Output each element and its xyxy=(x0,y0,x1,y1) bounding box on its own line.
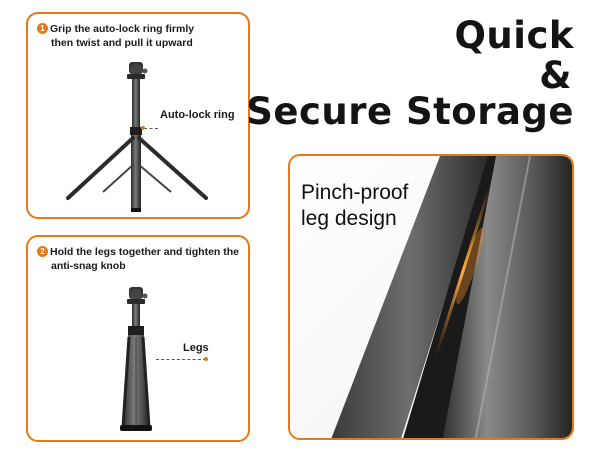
feature-caption: Pinch-proof leg design xyxy=(301,180,408,231)
legs-callout: Legs xyxy=(183,342,209,354)
step-number-badge: 1 xyxy=(37,23,48,34)
feature-panel: Pinch-proof leg design xyxy=(288,154,574,440)
feature-caption-line1: Pinch-proof xyxy=(301,181,409,204)
step-two-line2: anti-snag knob xyxy=(51,259,126,272)
callout-dot xyxy=(204,357,208,361)
headline-secure-storage: Secure Storage xyxy=(246,90,574,133)
step-one-line1: Grip the auto-lock ring firmly xyxy=(50,23,195,35)
auto-lock-ring-callout: Auto-lock ring xyxy=(160,109,235,121)
step-one-line2: then twist and pull it upward xyxy=(51,36,193,49)
tripod-open-image xyxy=(66,62,208,212)
callout-dot xyxy=(141,126,145,130)
step-two-line1: Hold the legs together and tighten the xyxy=(50,246,239,258)
callout-leader xyxy=(144,128,158,129)
step-number-badge: 2 xyxy=(37,246,48,257)
headline-quick: Quick xyxy=(454,14,574,57)
headline-ampersand: & xyxy=(539,54,572,97)
callout-leader xyxy=(156,359,206,360)
tripod-folded-image xyxy=(120,287,152,431)
leg-closeup-image xyxy=(290,156,572,438)
feature-caption-line2: leg design xyxy=(301,206,397,230)
